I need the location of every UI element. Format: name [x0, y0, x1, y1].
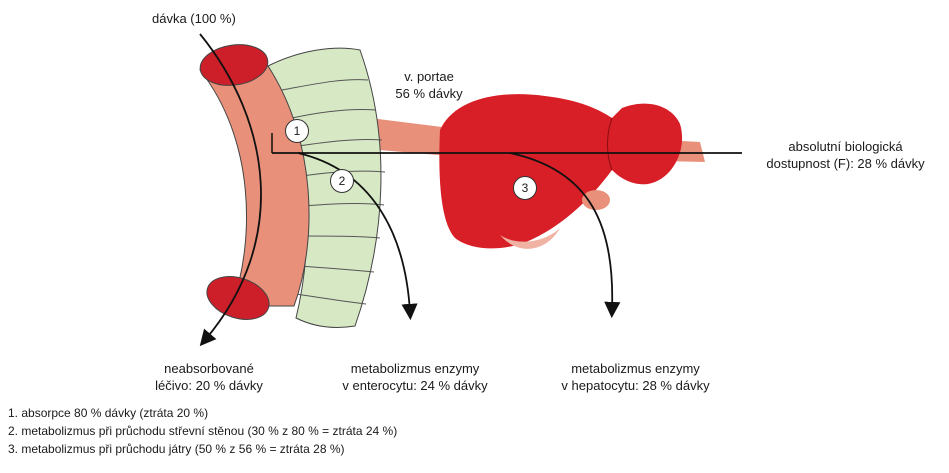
marker-2: 2: [330, 169, 354, 193]
marker-1: 1: [285, 119, 309, 143]
footnotes: 1. absorpce 80 % dávky (ztráta 20 %) 2. …: [8, 404, 397, 458]
footnote-2: 2. metabolizmus při průchodu střevní stě…: [8, 422, 397, 440]
marker-3: 3: [513, 176, 537, 200]
enterocyte-metabolism-label: metabolizmus enzymy v enterocytu: 24 % d…: [330, 360, 500, 394]
footnote-3: 3. metabolizmus při průchodu játry (50 %…: [8, 440, 397, 458]
dose-label: dávka (100 %): [152, 10, 236, 27]
portal-vein-label: v. portae 56 % dávky: [384, 68, 474, 102]
bioavailability-label: absolutní biologická dostupnost (F): 28 …: [748, 138, 943, 172]
gallbladder: [582, 190, 610, 210]
liver: [439, 94, 682, 248]
hepatocyte-metabolism-label: metabolizmus enzymy v hepatocytu: 28 % d…: [548, 360, 723, 394]
footnote-1: 1. absorpce 80 % dávky (ztráta 20 %): [8, 404, 397, 422]
unabsorbed-label: neabsorbované léčivo: 20 % dávky: [134, 360, 284, 394]
